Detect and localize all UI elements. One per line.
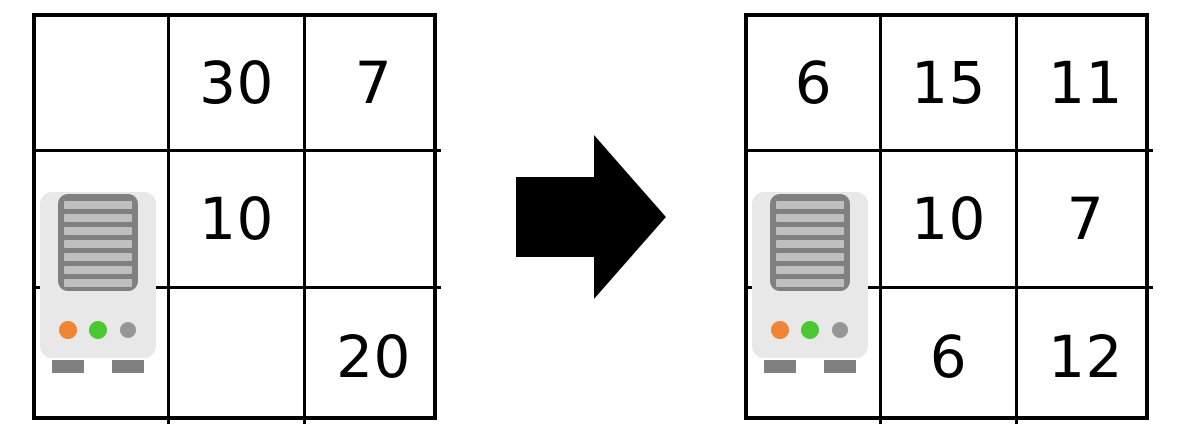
cell-value: 20 (336, 322, 411, 391)
after-cell-r1c2[interactable]: 7 (1018, 152, 1153, 289)
cell-value: 10 (199, 185, 274, 253)
after-cell-r2c2[interactable]: 12 (1018, 289, 1153, 424)
after-cell-r0c2[interactable]: 11 (1018, 17, 1153, 152)
before-cell-r2c0[interactable] (36, 289, 170, 424)
cell-value: 6 (929, 322, 968, 391)
before-cell-r2c2[interactable]: 20 (306, 289, 441, 424)
cell-value: 15 (911, 49, 986, 117)
before-cell-r1c1[interactable]: 10 (170, 152, 306, 289)
cell-value: 11 (1048, 49, 1123, 117)
machine-robot-icon[interactable] (752, 192, 868, 374)
before-cell-r0c1[interactable]: 30 (170, 17, 306, 152)
cell-value: 6 (794, 49, 833, 117)
after-cell-r0c0[interactable]: 6 (748, 17, 882, 152)
after-cell-r2c0[interactable] (748, 289, 882, 424)
after-cell-r1c1[interactable]: 10 (882, 152, 1018, 289)
cell-value: 7 (354, 49, 393, 117)
cell-value: 12 (1048, 322, 1123, 391)
cell-value: 30 (199, 49, 274, 117)
before-cell-r2c1[interactable] (170, 289, 306, 424)
after-cell-r0c1[interactable]: 15 (882, 17, 1018, 152)
cell-value: 10 (911, 185, 986, 253)
before-cell-r1c2[interactable] (306, 152, 441, 289)
cell-value: 7 (1066, 185, 1105, 253)
before-cell-r0c2[interactable]: 7 (306, 17, 441, 152)
after-cell-r2c1[interactable]: 6 (882, 289, 1018, 424)
machine-robot-icon[interactable] (40, 192, 156, 374)
before-cell-r0c0[interactable] (36, 17, 170, 152)
right-arrow-icon (516, 135, 666, 299)
